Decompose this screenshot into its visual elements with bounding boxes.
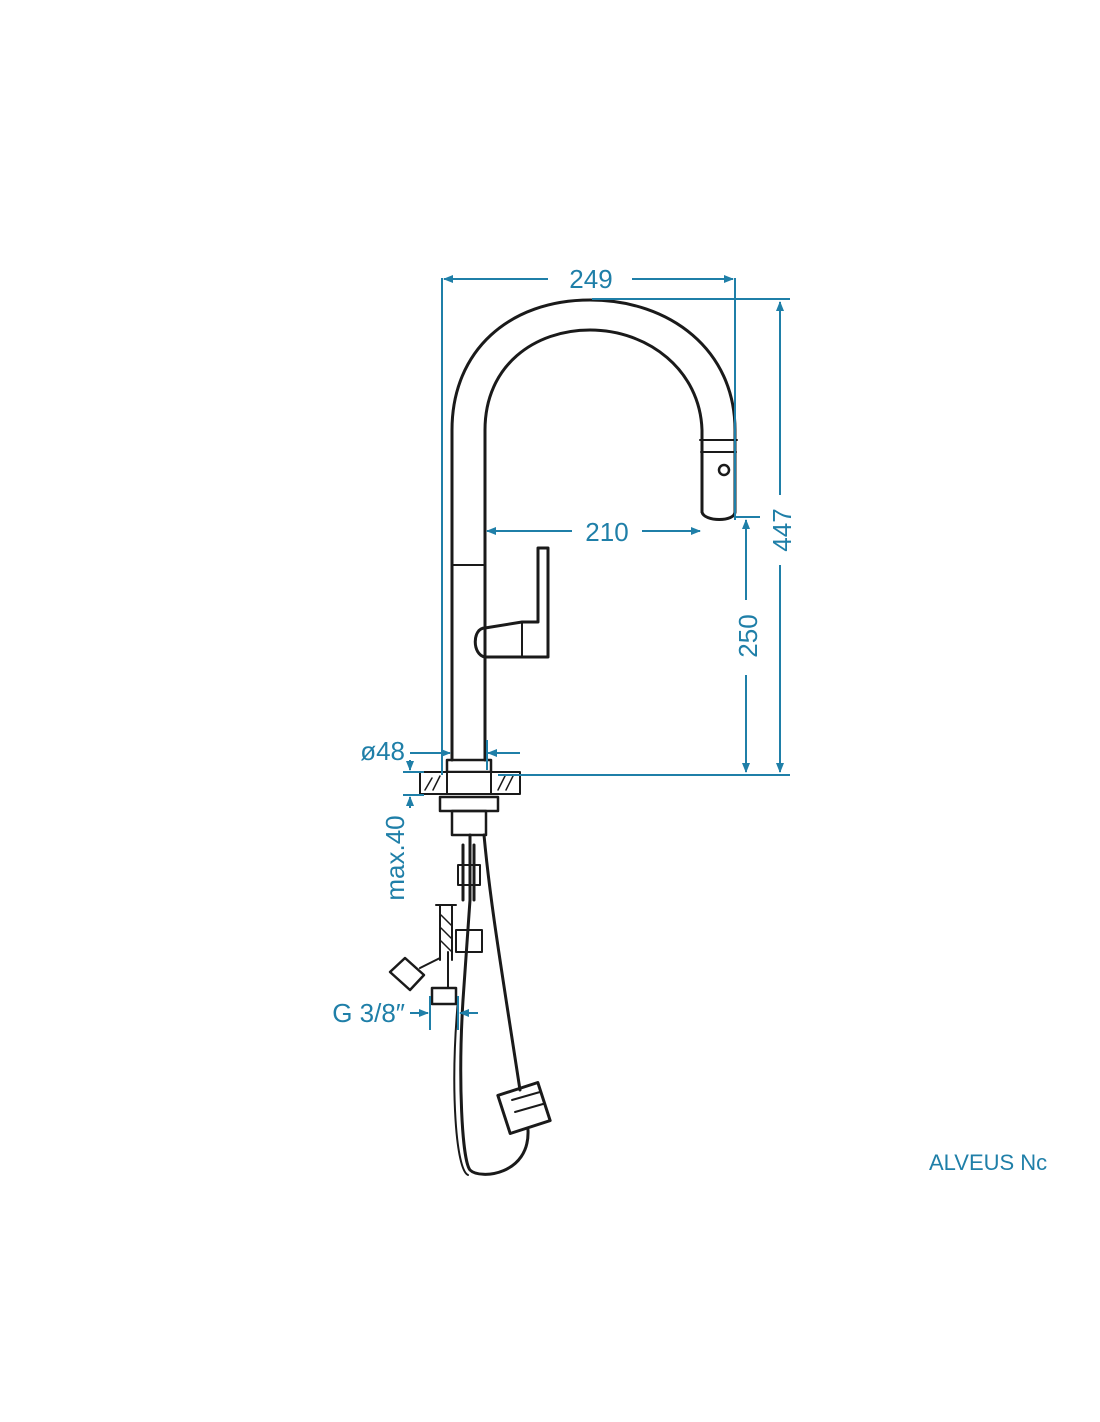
dim-label-width-total: 249 xyxy=(569,264,612,294)
faucet-body xyxy=(388,298,738,1176)
pullout-hose xyxy=(459,833,530,1176)
dim-label-base-diameter: ø48 xyxy=(360,736,405,766)
spout-outer xyxy=(450,298,737,762)
spray-head xyxy=(700,510,737,521)
fixing-nut xyxy=(438,795,500,813)
dim-label-deck-thickness: max.40 xyxy=(380,815,410,900)
hose-weight xyxy=(496,1080,552,1136)
dimension-lines xyxy=(403,275,790,1030)
dim-label-height-total: 447 xyxy=(767,508,797,551)
supply-tube xyxy=(461,843,476,902)
dim-label-connection-thread: G 3/8″ xyxy=(332,998,405,1028)
dim-label-spout-reach: 210 xyxy=(585,517,628,547)
spray-button xyxy=(717,463,731,477)
spout-inner xyxy=(483,328,704,762)
supply-connector xyxy=(388,956,426,992)
base-ring xyxy=(445,758,493,774)
model-caption: ALVEUS Nc xyxy=(929,1150,1047,1175)
lever-handle xyxy=(473,546,550,659)
fixing-shank xyxy=(450,809,488,837)
dim-label-spout-height: 250 xyxy=(733,614,763,657)
